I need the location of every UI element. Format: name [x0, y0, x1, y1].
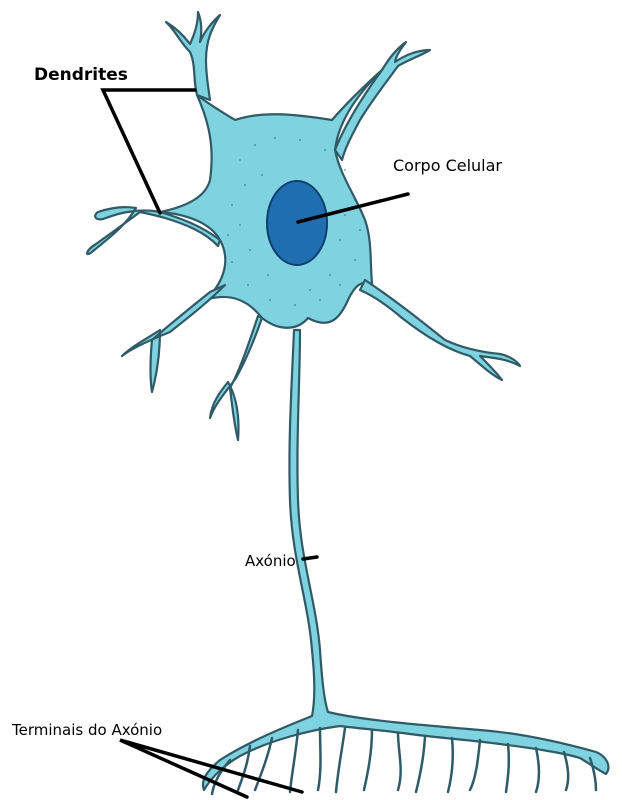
axon-label: Axónio [245, 552, 296, 570]
neuron-shape [87, 12, 608, 794]
dendrites-leader [103, 90, 195, 213]
cell-body-label: Corpo Celular [393, 156, 502, 175]
axon-terminals-label: Terminais do Axónio [11, 721, 162, 739]
dendrite-right [360, 280, 520, 380]
dendrite-lower-left [122, 285, 225, 392]
cell-body-shape [160, 70, 382, 328]
axon-leader [303, 557, 317, 559]
dendrites-label: Dendrites [34, 65, 128, 85]
dendrite-top-left [166, 12, 220, 100]
dendrite-lower-left-2 [210, 316, 262, 440]
